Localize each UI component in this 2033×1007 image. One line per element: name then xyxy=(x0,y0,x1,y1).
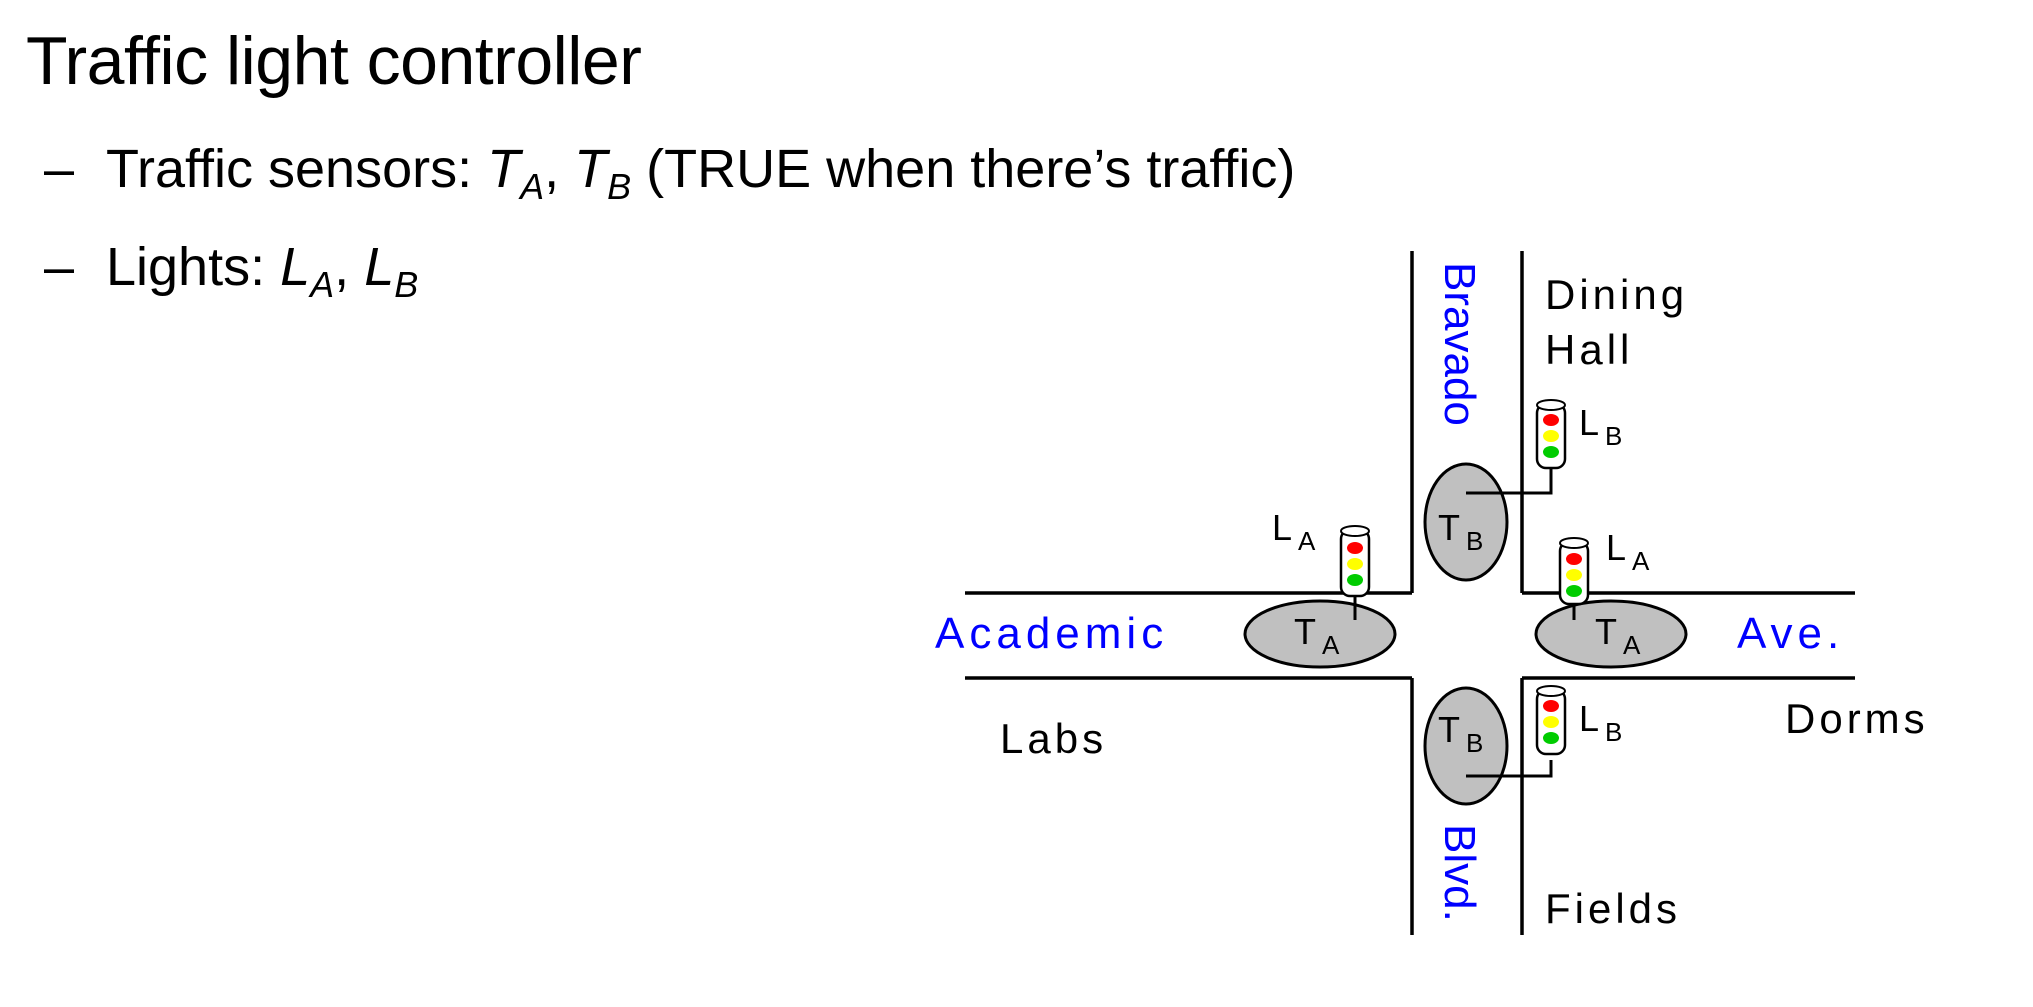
traffic-light-lb-north xyxy=(1535,399,1567,470)
light-lb-symbol: LB xyxy=(364,237,419,305)
traffic-light-lb-south xyxy=(1535,685,1567,756)
street-label-bravado: Bravado xyxy=(1435,262,1484,426)
place-label-labs: Labs xyxy=(1000,715,1107,762)
bullet-lights: –Lights: LA, LB xyxy=(44,236,418,306)
street-label-ave: Ave. xyxy=(1737,609,1844,658)
traffic-light-la-west xyxy=(1339,525,1371,598)
sensors-suffix: (TRUE when there’s traffic) xyxy=(631,139,1296,199)
place-label-fields: Fields xyxy=(1545,885,1681,932)
lights-separator: , xyxy=(334,237,365,297)
lights-prefix: Lights: xyxy=(106,237,281,297)
sensor-wires xyxy=(1353,468,1576,778)
slide-title: Traffic light controller xyxy=(26,23,642,99)
sensors-prefix: Traffic sensors: xyxy=(106,139,488,199)
sensor-tb-symbol: TB xyxy=(574,139,632,207)
sensors-separator: , xyxy=(544,139,575,199)
bullet-traffic-sensors: –Traffic sensors: TA, TB (TRUE when ther… xyxy=(44,138,1295,208)
street-label-blvd: Blvd. xyxy=(1435,824,1484,922)
bullet-dash: – xyxy=(44,237,75,297)
traffic-light-la-east xyxy=(1558,537,1590,606)
sensor-ta-west xyxy=(1243,599,1397,669)
place-label-dining: Dining xyxy=(1545,271,1688,318)
road-edges xyxy=(965,251,1855,935)
street-label-academic: Academic xyxy=(935,609,1168,658)
bullet-dash: – xyxy=(44,139,75,199)
place-label-dorms: Dorms xyxy=(1785,695,1929,742)
sensor-ta-symbol: TA xyxy=(487,139,545,207)
light-la-symbol: LA xyxy=(280,237,335,305)
place-label-hall: Hall xyxy=(1545,326,1633,373)
